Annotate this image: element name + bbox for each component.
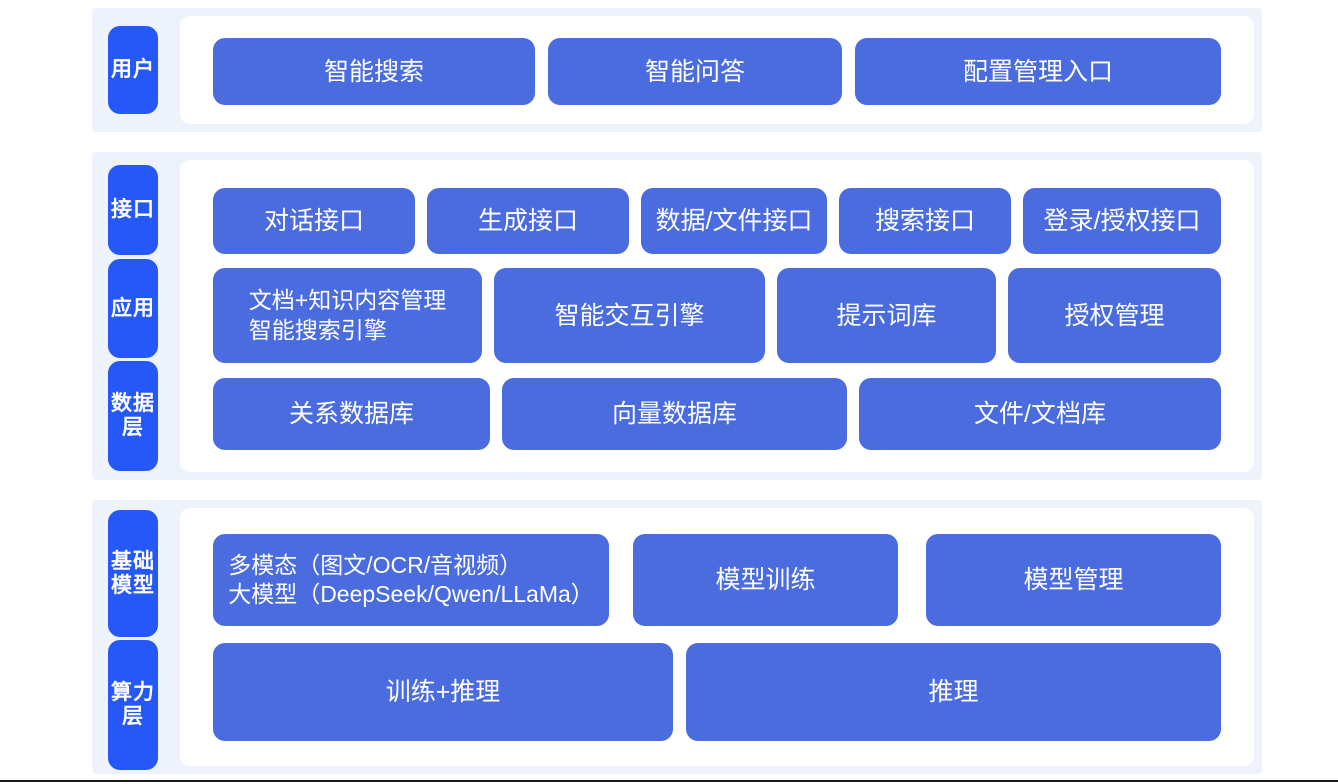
- card-authorization-management[interactable]: 授权管理: [1008, 268, 1221, 363]
- card-doc-knowledge-content-mgmt[interactable]: 文档+知识内容管理 智能搜索引擎: [213, 268, 482, 363]
- layer-badge-compute: 算力层: [108, 640, 158, 770]
- group-infrastructure: 基础模型 算力层 多模态（图文/OCR/音视频） 大模型（DeepSeek/Qw…: [92, 500, 1262, 774]
- card-config-management-entry[interactable]: 配置管理入口: [855, 38, 1221, 105]
- bottom-divider: [0, 780, 1338, 782]
- card-multimodal-large-model[interactable]: 多模态（图文/OCR/音视频） 大模型（DeepSeek/Qwen/LLaMa）: [213, 534, 609, 626]
- card-training-plus-inference[interactable]: 训练+推理: [213, 643, 673, 741]
- card-dialog-api[interactable]: 对话接口: [213, 188, 415, 254]
- panel-user: 智能搜索 智能问答 配置管理入口: [180, 16, 1254, 124]
- card-intelligent-search[interactable]: 智能搜索: [213, 38, 535, 105]
- layer-badge-interface: 接口: [108, 165, 158, 255]
- card-generation-api[interactable]: 生成接口: [427, 188, 629, 254]
- card-login-auth-api[interactable]: 登录/授权接口: [1023, 188, 1221, 254]
- card-model-management[interactable]: 模型管理: [926, 534, 1221, 626]
- card-inference[interactable]: 推理: [686, 643, 1221, 741]
- card-data-file-api[interactable]: 数据/文件接口: [641, 188, 827, 254]
- card-vector-database[interactable]: 向量数据库: [502, 378, 847, 450]
- card-intelligent-interaction-engine[interactable]: 智能交互引擎: [494, 268, 765, 363]
- group-user: 用户 智能搜索 智能问答 配置管理入口: [92, 8, 1262, 132]
- group-platform: 接口 应用 数据层 对话接口 生成接口 数据/文件接口 搜索接口 登录/授权接口…: [92, 152, 1262, 480]
- card-file-document-store[interactable]: 文件/文档库: [859, 378, 1221, 450]
- card-search-api[interactable]: 搜索接口: [839, 188, 1011, 254]
- card-prompt-library[interactable]: 提示词库: [777, 268, 996, 363]
- layer-badge-application: 应用: [108, 259, 158, 358]
- layer-badge-data: 数据层: [108, 361, 158, 471]
- card-model-training[interactable]: 模型训练: [633, 534, 898, 626]
- panel-infrastructure: 多模态（图文/OCR/音视频） 大模型（DeepSeek/Qwen/LLaMa）…: [180, 508, 1254, 766]
- panel-platform: 对话接口 生成接口 数据/文件接口 搜索接口 登录/授权接口 文档+知识内容管理…: [180, 160, 1254, 472]
- layer-badge-user: 用户: [108, 26, 158, 114]
- layer-badge-foundation-model: 基础模型: [108, 510, 158, 637]
- card-intelligent-qa[interactable]: 智能问答: [548, 38, 842, 105]
- card-relational-database[interactable]: 关系数据库: [213, 378, 490, 450]
